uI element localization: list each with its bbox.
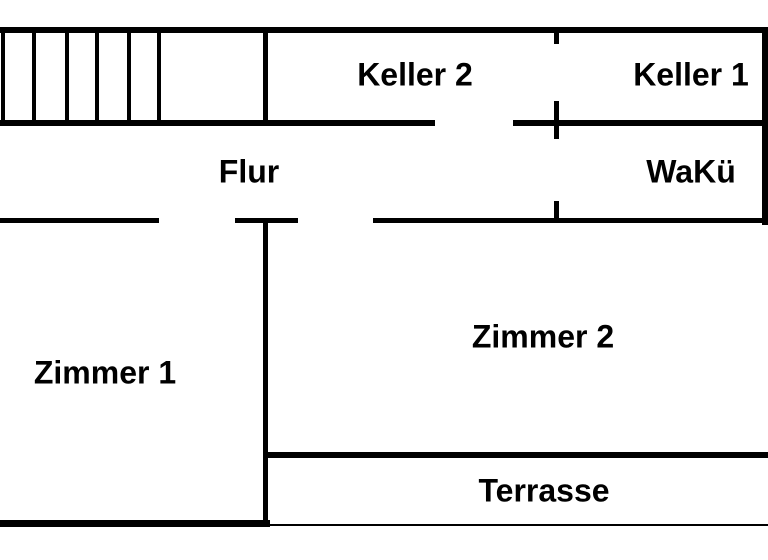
wall-stub-waku-divider-bottom (554, 201, 559, 218)
wall-keller-bottom-right (513, 120, 768, 126)
wall-flur-bottom-right (373, 218, 768, 223)
wall-zimmer1-bottom (0, 520, 270, 527)
room-label-zimmer2: Zimmer 2 (471, 318, 615, 355)
room-label-waku: WaKü (646, 153, 736, 190)
stair-tread (95, 33, 99, 120)
wall-keller-bottom-left (0, 120, 435, 126)
wall-zimmer1-zimmer2-divider (263, 218, 268, 527)
room-label-keller2: Keller 2 (357, 56, 473, 93)
stair-tread (127, 33, 131, 120)
stair-tread (157, 33, 161, 120)
wall-right (762, 27, 768, 225)
wall-terrasse-top (265, 452, 768, 458)
wall-stair-keller2-divider (263, 27, 268, 126)
wall-terrasse-bottom (265, 524, 768, 526)
wall-stub-keller-divider-mid (554, 101, 559, 139)
stair-tread (1, 33, 5, 120)
stair-tread (65, 33, 69, 120)
room-label-flur: Flur (218, 153, 280, 190)
wall-stub-keller-divider-top (554, 33, 559, 44)
room-label-keller1: Keller 1 (633, 56, 749, 93)
wall-top (0, 27, 768, 33)
wall-flur-bottom-left (0, 218, 159, 223)
room-label-zimmer1: Zimmer 1 (33, 354, 177, 391)
room-label-terrasse: Terrasse (478, 472, 610, 509)
stair-tread (32, 33, 36, 120)
